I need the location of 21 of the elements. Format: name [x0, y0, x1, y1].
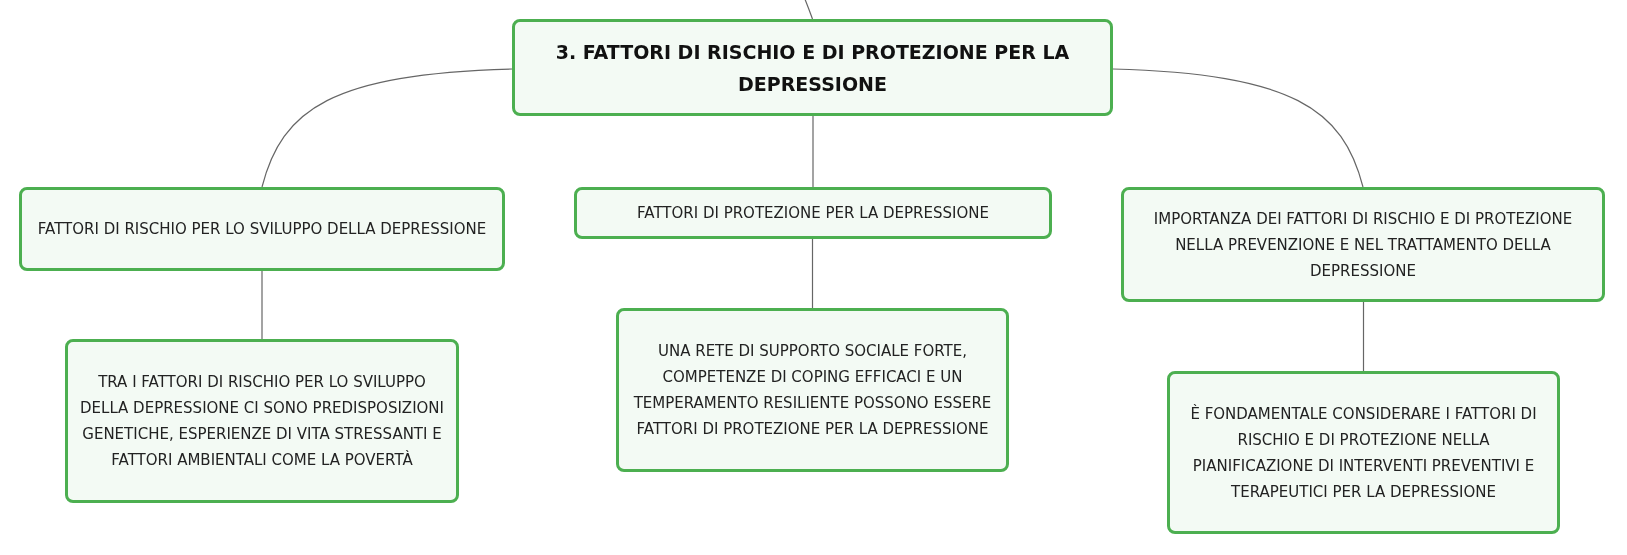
connector-line [812, 115, 814, 188]
subtopic-box [1167, 371, 1560, 534]
connector-line [261, 270, 263, 340]
topic-box [512, 19, 1113, 116]
connector-line [1362, 301, 1365, 372]
subtopic-box [616, 308, 1009, 472]
subtopic-box [574, 187, 1052, 239]
node-text: IMPORTANZA DEI FATTORI DI RISCHIO E DI PROTEZIONE NELLA PREVENZIONE E NEL TRATTAMENTO DELLA DEPRESSIONE [1152, 208, 1574, 282]
connector-line [1112, 68, 1364, 188]
node-text: È FONDAMENTALE CONSIDERARE I FATTORI DI RISCHIO E DI PROTEZIONE NELLA PIANIFICAZIONE DI INTERVENTI PREVENTIVI E TERAPEUTICI PER LA DEPRESSIONE [1189, 403, 1538, 503]
node-text: UNA RETE DI SUPPORTO SOCIALE FORTE, COMPETENZE DI COPING EFFICACI E UN TEMPERAMENTO RESILIENTE POSSONO ESSERE FATTORI DI PROTEZIONE PER LA DEPRESSIONE [632, 341, 993, 440]
connector-line [803, 0, 814, 20]
connector-line [261, 68, 513, 188]
subtopic-box [1121, 187, 1605, 302]
node-text: FATTORI DI PROTEZIONE PER LA DEPRESSIONE [637, 203, 989, 224]
node-text: 3. FATTORI DI RISCHIO E DI PROTEZIONE PER LA DEPRESSIONE [554, 39, 1071, 97]
subtopic-box [65, 339, 459, 503]
node-text: FATTORI DI RISCHIO PER LO SVILUPPO DELLA DEPRESSIONE [37, 219, 487, 240]
connector-line [811, 238, 814, 309]
subtopic-box [19, 187, 505, 271]
node-text: TRA I FATTORI DI RISCHIO PER LO SVILUPPO DELLA DEPRESSIONE CI SONO PREDISPOSIZIONI GENETICHE, ESPERIENZE DI VITA STRESSANTI E FATTORI AMBIENTALI COME LA POVERTÀ [80, 372, 444, 471]
